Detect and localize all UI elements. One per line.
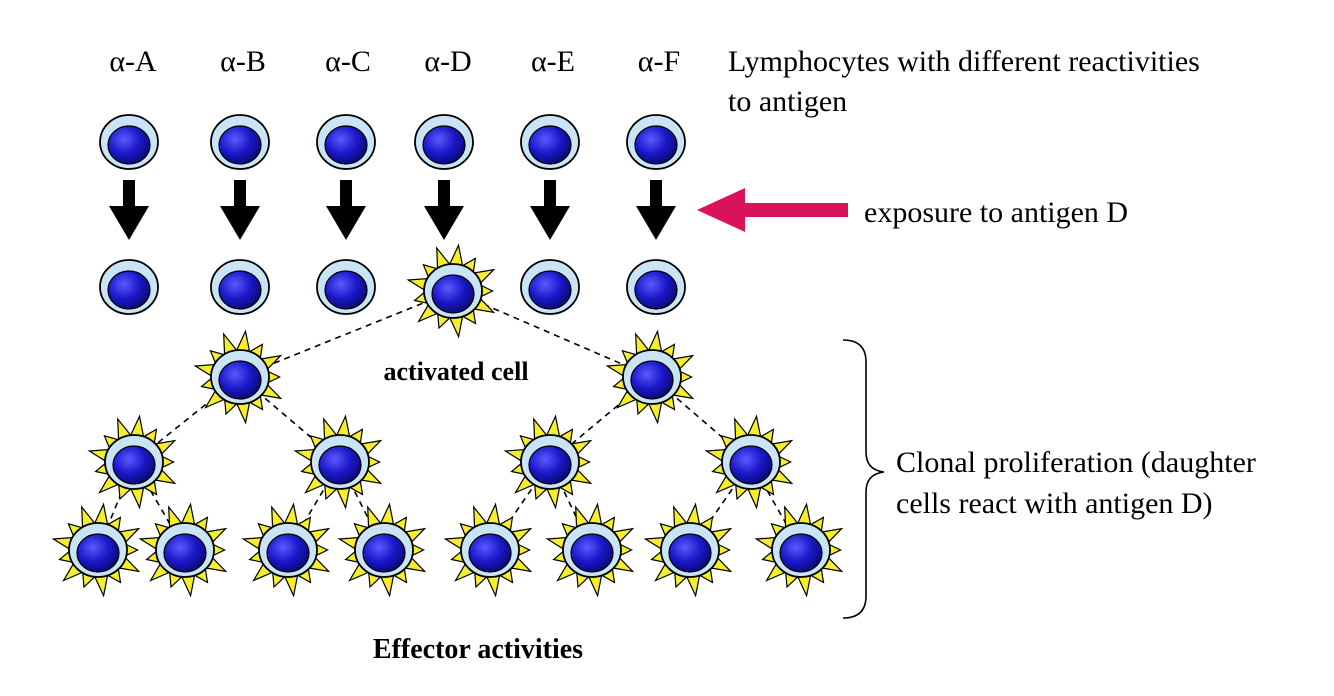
nucleus: [107, 270, 151, 310]
nucleus: [431, 274, 475, 314]
down-arrow-head: [530, 206, 570, 240]
activated-lymphocyte-icon: [406, 243, 496, 339]
activated-lymphocyte-icon: [503, 414, 593, 510]
left-arrow-icon: [697, 188, 848, 232]
down-arrow-icon: [636, 180, 676, 240]
lymphocyte-icon: [626, 114, 686, 170]
down-arrow-shaft: [123, 180, 135, 210]
resting-cells-row: [99, 114, 686, 170]
nucleus: [668, 533, 712, 573]
nucleus: [324, 270, 368, 310]
activated-lymphocyte-icon: [545, 502, 635, 598]
lymphocyte-icon: [99, 259, 159, 315]
nucleus: [362, 533, 406, 573]
down-arrow-head: [636, 206, 676, 240]
effector-label: Effector activities: [373, 634, 583, 665]
antigen-arrow-shaft: [740, 203, 848, 217]
clonal-brace: [842, 339, 885, 619]
lymphocyte-icon: [414, 114, 474, 170]
activated-lymphocyte-icon: [87, 414, 177, 510]
description-line-2: to antigen: [728, 85, 847, 118]
nucleus: [729, 445, 773, 485]
nucleus: [112, 445, 156, 485]
nucleus: [218, 360, 262, 400]
activated-cell-label: activated cell: [383, 357, 528, 386]
down-arrow-head: [424, 206, 464, 240]
nucleus: [163, 533, 207, 573]
down-arrow-head: [220, 206, 260, 240]
nucleus: [528, 270, 572, 310]
nucleus: [107, 125, 151, 165]
label-alpha-d: α-D: [424, 45, 471, 78]
post-exposure-row: [99, 243, 686, 339]
down-arrows-row: [109, 180, 676, 240]
activated-lymphocyte-icon: [293, 414, 383, 510]
down-arrow-icon: [326, 180, 366, 240]
activated-lymphocyte-icon: [193, 329, 283, 425]
lymphocyte-icon: [626, 259, 686, 315]
activated-lymphocyte-icon: [51, 502, 141, 598]
nucleus: [779, 533, 823, 573]
nucleus: [630, 360, 674, 400]
nucleus: [318, 445, 362, 485]
clonal-line-1: Clonal proliferation (daughter: [896, 446, 1256, 479]
nucleus: [266, 533, 310, 573]
description-line-1: Lymphocytes with different reactivities: [728, 45, 1200, 78]
label-alpha-b: α-B: [220, 45, 266, 78]
label-alpha-c: α-C: [325, 45, 371, 78]
activated-lymphocyte-icon: [643, 502, 733, 598]
down-arrow-shaft: [340, 180, 352, 210]
down-arrow-icon: [220, 180, 260, 240]
down-arrow-icon: [424, 180, 464, 240]
activated-lymphocyte-icon: [704, 414, 794, 510]
lymphocyte-icon: [316, 259, 376, 315]
down-arrow-icon: [530, 180, 570, 240]
down-arrow-shaft: [438, 180, 450, 210]
clonal-line-2: cells react with antigen D): [896, 487, 1213, 520]
lymphocyte-icon: [520, 114, 580, 170]
activated-lymphocyte-icon: [241, 502, 331, 598]
top-labels: α-A α-B α-C α-D α-E α-F: [109, 45, 680, 78]
activated-lymphocyte-icon: [605, 329, 695, 425]
lymphocyte-icon: [520, 259, 580, 315]
lymphocyte-icon: [99, 114, 159, 170]
down-arrow-head: [109, 206, 149, 240]
down-arrow-shaft: [544, 180, 556, 210]
down-arrow-head: [326, 206, 366, 240]
label-alpha-a: α-A: [109, 45, 157, 78]
label-alpha-e: α-E: [531, 45, 575, 78]
lymphocyte-icon: [210, 114, 270, 170]
nucleus: [324, 125, 368, 165]
nucleus: [528, 445, 572, 485]
nucleus: [76, 533, 120, 573]
lineage-line: [239, 290, 454, 378]
down-arrow-icon: [109, 180, 149, 240]
down-arrow-shaft: [234, 180, 246, 210]
activated-lymphocyte-icon: [443, 502, 533, 598]
exposure-label: exposure to antigen D: [864, 196, 1128, 229]
activated-lymphocyte-icon: [754, 502, 844, 598]
nucleus: [468, 533, 512, 573]
label-alpha-f: α-F: [638, 45, 680, 78]
nucleus: [218, 270, 262, 310]
antigen-arrow-head: [697, 188, 745, 232]
nucleus: [570, 533, 614, 573]
clone-cells: [51, 329, 844, 598]
activated-lymphocyte-icon: [138, 502, 228, 598]
nucleus: [218, 125, 262, 165]
lymphocyte-icon: [316, 114, 376, 170]
down-arrow-shaft: [650, 180, 662, 210]
nucleus: [528, 125, 572, 165]
nucleus: [634, 125, 678, 165]
nucleus: [422, 125, 466, 165]
activated-lymphocyte-icon: [337, 502, 427, 598]
lymphocyte-icon: [210, 259, 270, 315]
nucleus: [634, 270, 678, 310]
